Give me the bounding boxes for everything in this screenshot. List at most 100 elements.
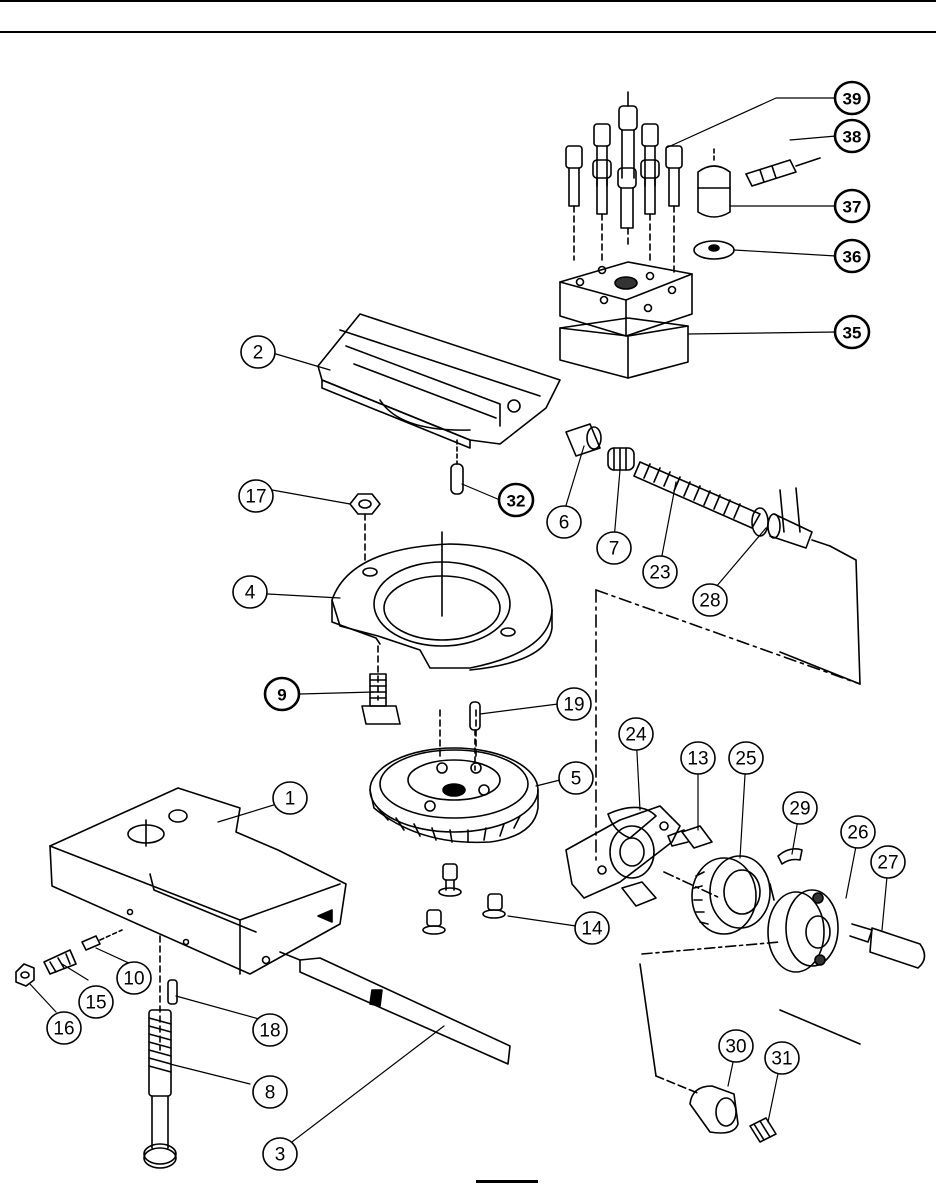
callout-label: 26 xyxy=(847,823,868,844)
callout-circle xyxy=(718,1029,754,1063)
callout-circle xyxy=(556,687,592,721)
callout-label: 4 xyxy=(245,583,256,604)
part-13-screw xyxy=(621,825,713,907)
callout-circle xyxy=(680,741,716,775)
callout-8: 8 xyxy=(252,1075,288,1109)
callout-19: 19 xyxy=(556,687,592,721)
callout-7: 7 xyxy=(596,531,632,565)
part-37-nut xyxy=(697,147,731,218)
callout-circle xyxy=(618,717,654,751)
callout-3: 3 xyxy=(262,1137,298,1171)
callout-26: 26 xyxy=(840,815,876,849)
callout-circle xyxy=(728,741,764,775)
callout-label: 27 xyxy=(877,853,898,874)
part-19-pin xyxy=(469,701,481,771)
part-callouts: 1234567891013141516171819232425262728293… xyxy=(46,80,906,1171)
parts-30-31-lock xyxy=(639,941,861,1143)
callout-label: 9 xyxy=(277,686,286,705)
page-footer-mark xyxy=(476,1180,538,1183)
callout-17: 17 xyxy=(238,479,274,513)
callout-label: 13 xyxy=(687,749,708,770)
part-3-gib xyxy=(279,951,511,1065)
callout-1: 1 xyxy=(272,781,308,815)
callout-label: 39 xyxy=(843,90,862,109)
part-tool-post-block xyxy=(559,261,693,337)
callout-circle xyxy=(642,555,678,589)
part-36-washer xyxy=(693,240,735,260)
callout-circle xyxy=(546,505,582,539)
callout-label: 38 xyxy=(843,128,862,147)
callout-5: 5 xyxy=(558,761,594,795)
callout-circle xyxy=(272,781,308,815)
part-8-screw xyxy=(143,1009,177,1169)
part-32-pin xyxy=(450,439,464,495)
callout-13: 13 xyxy=(680,741,716,775)
callout-24: 24 xyxy=(618,717,654,751)
callout-circle xyxy=(240,335,276,369)
callout-circle xyxy=(833,314,871,350)
part-35-tool-post-base xyxy=(559,317,689,379)
callout-label: 29 xyxy=(789,799,810,820)
callout-label: 16 xyxy=(53,1019,74,1040)
callout-circle xyxy=(692,583,728,617)
callout-16: 16 xyxy=(46,1011,82,1045)
callout-23: 23 xyxy=(642,555,678,589)
callout-circle xyxy=(262,1137,298,1171)
callout-37: 37 xyxy=(833,188,871,224)
callout-2: 2 xyxy=(240,335,276,369)
part-4-swivel-plate xyxy=(331,531,553,671)
part-24-bracket xyxy=(565,589,861,899)
part-38-handle xyxy=(745,157,821,187)
callout-39: 39 xyxy=(833,80,871,116)
callout-label: 36 xyxy=(843,248,862,267)
part-25-dial xyxy=(663,855,771,935)
callout-label: 25 xyxy=(735,749,756,770)
callout-label: 37 xyxy=(843,198,862,217)
part-29-spring xyxy=(777,848,803,865)
part-17-nut xyxy=(349,493,381,563)
callout-label: 24 xyxy=(625,725,647,746)
callout-circle xyxy=(46,1011,82,1045)
header-top-rule xyxy=(0,0,936,2)
callout-circle xyxy=(840,815,876,849)
callout-label: 6 xyxy=(559,513,570,534)
callout-38: 38 xyxy=(833,118,871,154)
part-27-handle xyxy=(849,923,926,969)
callout-label: 1 xyxy=(285,789,296,810)
callout-circle xyxy=(574,911,610,945)
callout-circle xyxy=(558,761,594,795)
callout-circle xyxy=(238,479,274,513)
callout-circle xyxy=(833,118,871,154)
callout-circle xyxy=(764,1041,800,1075)
callout-14: 14 xyxy=(574,911,610,945)
callout-label: 35 xyxy=(843,324,862,343)
callout-30: 30 xyxy=(718,1029,754,1063)
callout-28: 28 xyxy=(692,583,728,617)
callout-circle xyxy=(116,961,152,995)
callout-circle xyxy=(833,188,871,224)
callout-circle xyxy=(497,482,535,518)
callout-label: 31 xyxy=(771,1049,792,1070)
part-6-nut xyxy=(565,423,602,457)
callout-label: 8 xyxy=(265,1083,276,1104)
callout-32: 32 xyxy=(497,482,535,518)
callout-label: 23 xyxy=(649,563,670,584)
leader-lines xyxy=(29,97,889,1149)
part-2-compound-slide xyxy=(317,313,561,449)
callout-circle xyxy=(833,80,871,116)
callout-circle xyxy=(833,238,871,274)
callout-label: 14 xyxy=(581,919,603,940)
header-bottom-rule xyxy=(0,31,936,33)
callout-31: 31 xyxy=(764,1041,800,1075)
callout-6: 6 xyxy=(546,505,582,539)
part-18-pin xyxy=(167,979,178,1005)
callout-9: 9 xyxy=(263,676,301,712)
part-26-handwheel xyxy=(767,883,839,973)
callout-label: 19 xyxy=(563,695,584,716)
part-1-cross-slide xyxy=(49,787,347,1051)
callout-circle xyxy=(596,531,632,565)
callout-10: 10 xyxy=(116,961,152,995)
callout-25: 25 xyxy=(728,741,764,775)
callout-label: 10 xyxy=(123,969,144,990)
callout-27: 27 xyxy=(870,845,906,879)
